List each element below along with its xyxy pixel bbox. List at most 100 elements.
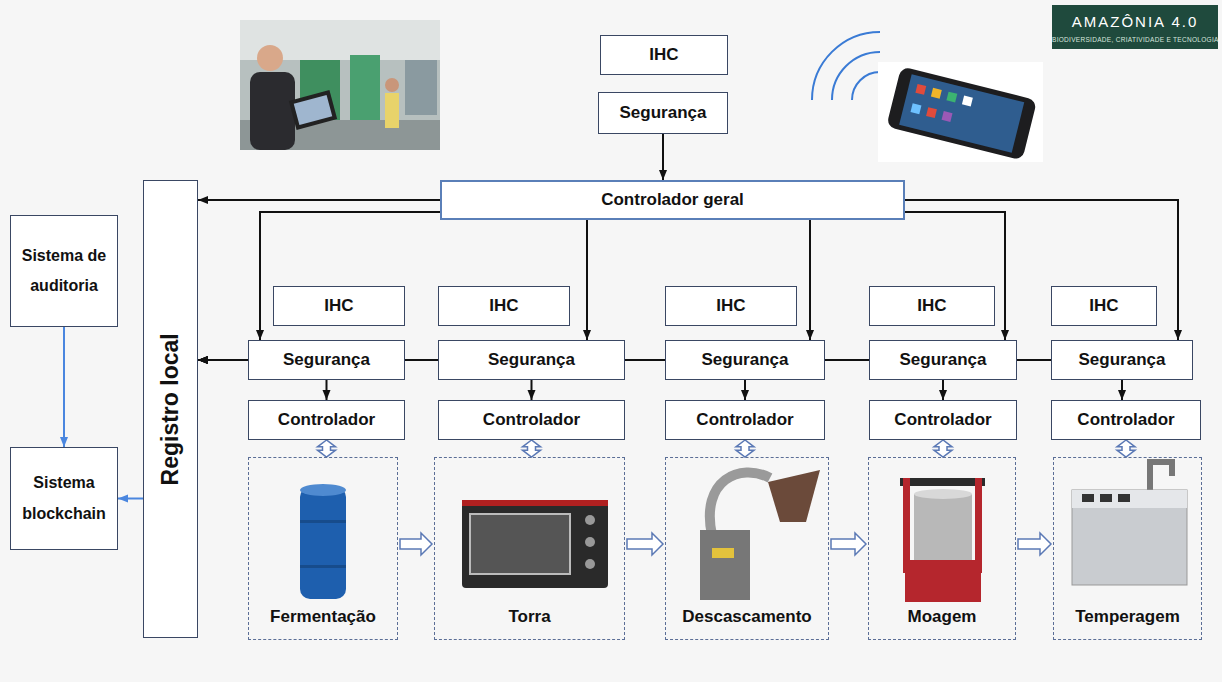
photo-person	[250, 72, 295, 150]
grinder-base	[905, 560, 981, 602]
box-label: Segurança	[702, 349, 789, 370]
dehuller-hose	[710, 472, 770, 535]
hollow-arrow	[1117, 440, 1135, 457]
process-stage-box: Moagem	[868, 457, 1016, 640]
grinder-picture	[900, 478, 985, 602]
hollow-arrow	[1018, 533, 1051, 555]
process-stage-box: Descascamento	[665, 457, 829, 640]
process-stage-box: Fermentação	[248, 457, 398, 640]
photo-tablet	[289, 90, 337, 130]
hollow-arrow	[736, 440, 754, 457]
hollow-arrow	[627, 533, 663, 555]
box-label: IHC	[1089, 295, 1118, 316]
box-label: Moagem	[908, 606, 977, 627]
oven-knob	[585, 559, 595, 569]
photo-machine	[405, 60, 437, 115]
dehuller-plate	[712, 548, 734, 558]
temper-slot	[1082, 494, 1094, 502]
grinder-pot	[914, 494, 972, 560]
phone-body	[886, 66, 1037, 160]
connector-arrow	[1121, 380, 1123, 400]
temper-body	[1072, 490, 1187, 585]
hmi-box: IHC	[600, 35, 728, 75]
temper-slot	[1100, 494, 1112, 502]
app-icon	[946, 92, 957, 103]
hollow-arrow	[934, 440, 952, 457]
local-log-box: Registro local	[143, 180, 198, 638]
box-label: IHC	[324, 295, 353, 316]
box-label: IHC	[649, 44, 678, 65]
controller-box: Controlador	[1051, 400, 1201, 440]
box-label: Segurança	[620, 102, 707, 123]
connector-arrow	[942, 380, 944, 400]
factory-photo	[240, 20, 440, 150]
app-icon	[911, 103, 922, 114]
process-stage-box: Torra	[434, 457, 625, 640]
temper-top	[1072, 490, 1187, 508]
controller-box: Controlador	[665, 400, 825, 440]
dehuller-hopper	[768, 470, 820, 522]
box-label: Segurança	[488, 349, 575, 370]
hmi-box: IHC	[273, 286, 405, 326]
blockchain-box: Sistema blockchain	[10, 447, 118, 550]
oven-knob	[585, 515, 595, 525]
security-box: Segurança	[248, 340, 405, 380]
phone-picture	[812, 32, 1043, 162]
box-label: Controlador geral	[601, 189, 744, 210]
photo-worker-head	[385, 78, 399, 92]
hmi-box: IHC	[438, 286, 570, 326]
oven-body	[462, 500, 608, 588]
security-box: Segurança	[438, 340, 625, 380]
logo-tagline: BIODIVERSIDADE, CRIATIVIDADE E TECNOLOGI…	[1052, 36, 1218, 44]
grinder-pole	[975, 478, 982, 573]
oven-window	[470, 514, 570, 574]
box-label: Controlador	[894, 409, 991, 430]
box-label: Temperagem	[1075, 606, 1180, 627]
main-controller-box: Controlador geral	[440, 180, 905, 220]
box-label: Fermentação	[270, 606, 376, 627]
app-icon	[931, 88, 942, 99]
hmi-box: IHC	[869, 286, 995, 326]
box-label: Registro local	[156, 333, 185, 485]
security-box: Segurança	[869, 340, 1017, 380]
photo-machine	[350, 55, 380, 125]
box-label: Controlador	[483, 409, 580, 430]
controller-box: Controlador	[438, 400, 625, 440]
box-label: Descascamento	[682, 606, 811, 627]
dehuller-picture	[700, 470, 820, 600]
grinder-top-bar	[900, 478, 985, 486]
process-stage-box: Temperagem	[1053, 457, 1202, 640]
wifi-arc	[852, 72, 880, 100]
photo-person-head	[257, 45, 283, 71]
box-label: IHC	[917, 295, 946, 316]
wifi-arc	[832, 52, 880, 100]
controller-box: Controlador	[248, 400, 405, 440]
app-icon	[915, 84, 926, 95]
box-label: IHC	[489, 295, 518, 316]
connector-arrow	[198, 199, 440, 201]
hmi-box: IHC	[1051, 286, 1157, 326]
barrel-top	[300, 484, 346, 496]
box-label: IHC	[716, 295, 745, 316]
logo-wordmark: AMAZÔNIA 4.0	[1052, 13, 1218, 31]
connector-arrow	[586, 220, 588, 340]
barrel-rib	[300, 565, 346, 568]
box-label: Controlador	[696, 409, 793, 430]
app-icon	[962, 96, 973, 107]
hollow-arrow	[400, 533, 432, 555]
photo-ground	[240, 20, 440, 150]
phone-photo-ground	[878, 62, 1043, 162]
blue-arrow	[118, 498, 143, 500]
audit-system-box: Sistema de auditoria	[10, 215, 118, 327]
grinder-pole	[903, 478, 910, 573]
security-box: Segurança	[665, 340, 825, 380]
barrel-rib	[300, 520, 346, 523]
box-label: Torra	[508, 606, 550, 627]
security-box: Segurança	[1051, 340, 1193, 380]
connector-arrow	[744, 380, 746, 400]
connector-arrow	[260, 212, 440, 340]
controller-box: Controlador	[869, 400, 1017, 440]
hollow-arrow	[831, 533, 866, 555]
connector-arrow	[809, 220, 811, 340]
security-box: Segurança	[598, 92, 728, 134]
